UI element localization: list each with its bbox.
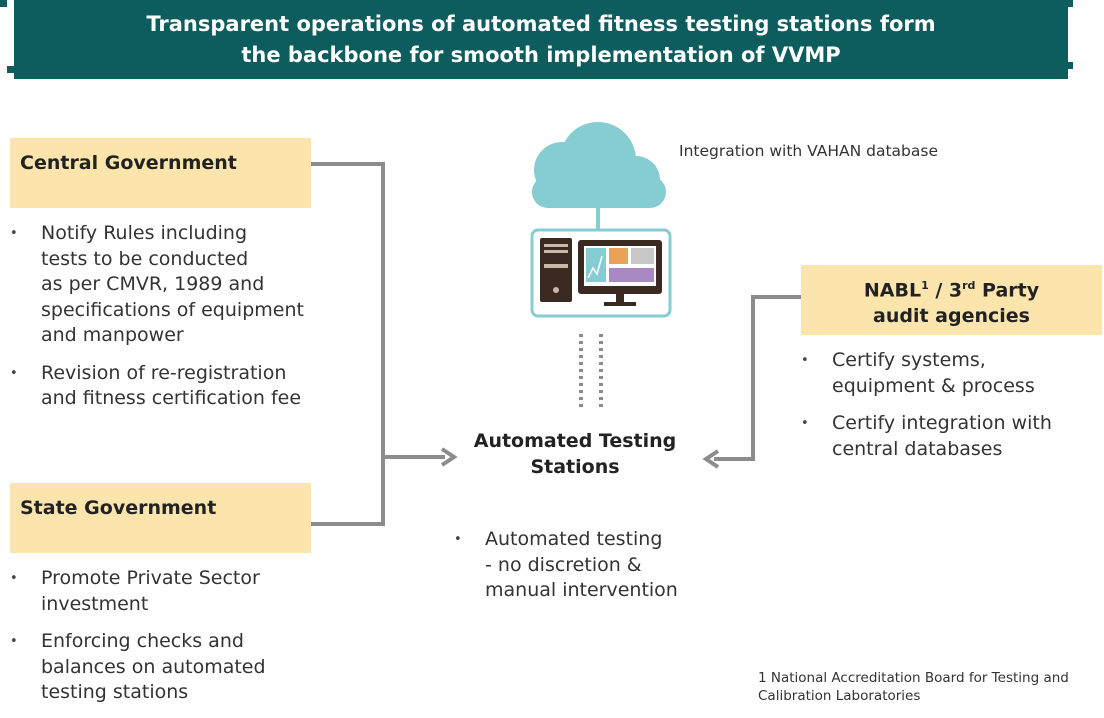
- central-government-title: Central Government: [20, 152, 237, 174]
- nabl-title-line-1: NABL1 / 3rd Party: [801, 273, 1102, 303]
- connector-line: [311, 162, 385, 166]
- automated-testing-stations-title: Automated Testing Stations: [455, 428, 695, 480]
- banner-corner-square: [25, 66, 32, 73]
- banner-corner-square: [1066, 62, 1073, 69]
- list-line: Notify Rules including: [41, 222, 248, 244]
- list-line: balances on automated: [41, 655, 266, 678]
- nabl-box: NABL1 / 3rd Party audit agencies: [801, 265, 1102, 335]
- list-line: Promote Private Sector: [41, 567, 260, 589]
- list-item: Revision of re-registration and fitness …: [10, 361, 370, 412]
- list-line: testing stations: [41, 681, 189, 703]
- list-line: Revision of re-registration: [41, 361, 287, 384]
- list-line: central databases: [832, 437, 1003, 460]
- automated-testing-list: Automated testing - no discretion & manu…: [454, 527, 734, 616]
- connector-line: [751, 295, 755, 461]
- list-item: Automated testing - no discretion & manu…: [454, 527, 734, 604]
- state-government-box: State Government: [10, 483, 311, 553]
- page-title: Transparent operations of automated fitn…: [146, 9, 935, 71]
- list-line: tests to be conducted: [41, 247, 249, 270]
- title-line-1: Transparent operations of automated fitn…: [146, 11, 936, 36]
- list-line: and fitness certification fee: [41, 387, 302, 409]
- list-line: and manpower: [41, 324, 184, 346]
- banner-corner-square: [7, 66, 14, 73]
- connector-line: [751, 295, 801, 299]
- banner-corner-square: [1048, 6, 1055, 13]
- banner-corner-square: [1048, 70, 1055, 77]
- nabl-text: Party: [975, 279, 1040, 302]
- banner-corner-square: [1066, 0, 1073, 7]
- list-item: Enforcing checks and balances on automat…: [10, 629, 350, 706]
- connector-line: [385, 455, 445, 459]
- list-line: specifications of equipment: [41, 298, 304, 321]
- banner-corner-square: [25, 4, 32, 11]
- list-item: Promote Private Sector investment: [10, 566, 350, 617]
- cloud-icon: [532, 122, 666, 208]
- nabl-list: Certify systems, equipment & process Cer…: [801, 348, 1101, 474]
- nabl-title-line-2: audit agencies: [873, 305, 1030, 328]
- nabl-text: / 3: [928, 279, 963, 302]
- dotted-link-icon: [579, 334, 603, 410]
- computer-icon: [540, 238, 662, 306]
- ats-title-line-2: Stations: [530, 456, 620, 478]
- nabl-text: NABL: [863, 279, 922, 302]
- title-banner: Transparent operations of automated fitn…: [14, 0, 1068, 79]
- state-government-title: State Government: [20, 497, 217, 519]
- ordinal-suffix: rd: [962, 279, 976, 292]
- list-line: Automated testing: [485, 528, 663, 550]
- banner-corner-square: [0, 0, 7, 7]
- connector-line: [714, 457, 755, 461]
- list-item: Certify integration with central databas…: [801, 411, 1101, 462]
- list-line: Enforcing checks and: [41, 630, 244, 652]
- ats-title-line-1: Automated Testing: [473, 430, 677, 452]
- list-line: Certify systems,: [832, 349, 986, 371]
- footnote: 1 National Accreditation Board for Testi…: [758, 669, 1069, 705]
- cloud-computer-illustration: [530, 122, 672, 410]
- connector-line: [311, 522, 385, 526]
- list-line: Certify integration with: [832, 412, 1052, 434]
- list-line: as per CMVR, 1989 and: [41, 273, 265, 295]
- central-government-list: Notify Rules including tests to be condu…: [10, 221, 370, 424]
- connector-line: [381, 162, 385, 526]
- title-line-2: the backbone for smooth implementation o…: [241, 42, 841, 67]
- list-line: manual intervention: [485, 579, 678, 601]
- list-item: Notify Rules including tests to be condu…: [10, 221, 370, 349]
- footnote-line-1: 1 National Accreditation Board for Testi…: [758, 670, 1069, 686]
- state-government-list: Promote Private Sector investment Enforc…: [10, 566, 350, 718]
- list-line: investment: [41, 592, 149, 615]
- list-line: - no discretion &: [485, 553, 642, 576]
- list-item: Certify systems, equipment & process: [801, 348, 1101, 399]
- list-line: equipment & process: [832, 374, 1035, 397]
- central-government-box: Central Government: [10, 138, 311, 208]
- arrow-right-icon: [440, 447, 458, 467]
- footnote-marker: 1: [921, 279, 929, 292]
- footnote-line-2: Calibration Laboratories: [758, 688, 921, 704]
- arrow-left-icon: [702, 449, 720, 469]
- integration-label: Integration with VAHAN database: [679, 142, 939, 160]
